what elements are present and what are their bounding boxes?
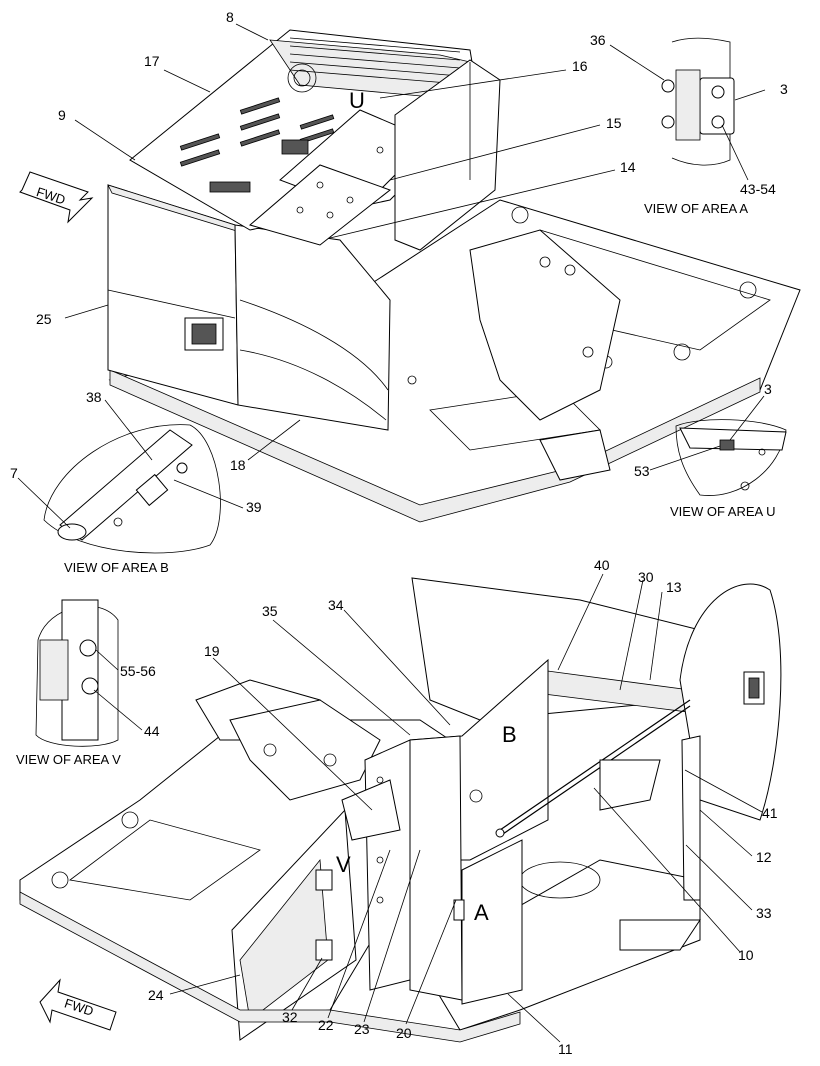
lower-assembly-drawing [19,577,782,1043]
fwd-arrow-top: FWD [19,171,94,224]
callout-7: 7 [10,465,18,481]
callout-3-area-a: 3 [780,81,788,97]
detail-view-area-b [43,424,221,554]
callout-35: 35 [262,603,278,619]
callout-36: 36 [590,32,606,48]
callout-25: 25 [36,311,52,327]
detail-view-area-v [35,599,119,747]
view-captions: VIEW OF AREA A VIEW OF AREA U VIEW OF AR… [16,201,775,767]
callout-9: 9 [58,107,66,123]
detail-view-area-a [661,37,735,166]
callout-33: 33 [756,905,772,921]
callout-17: 17 [144,53,160,69]
detail-view-area-u [675,419,787,496]
callout-13: 13 [666,579,682,595]
callout-8: 8 [226,9,234,25]
callout-24: 24 [148,987,164,1003]
callout-22: 22 [318,1017,334,1033]
callout-23: 23 [354,1021,370,1037]
area-letter-v: V [336,852,351,877]
callout-14: 14 [620,159,636,175]
callout-40: 40 [594,557,610,573]
callout-12: 12 [756,849,772,865]
callout-34: 34 [328,597,344,613]
callout-11: 11 [558,1041,573,1057]
caption-view-area-b: VIEW OF AREA B [64,560,169,575]
caption-view-area-u: VIEW OF AREA U [670,504,775,519]
callout-3-area-u: 3 [764,381,772,397]
callout-41: 41 [762,805,778,821]
callout-38: 38 [86,389,102,405]
callout-53: 53 [634,463,650,479]
callout-39: 39 [246,499,262,515]
callout-19: 19 [204,643,220,659]
fwd-arrow-bottom: FWD [39,978,117,1031]
caption-view-area-v: VIEW OF AREA V [16,752,121,767]
area-letter-u: U [349,88,365,113]
callout-32: 32 [282,1009,298,1025]
callout-55-56: 55-56 [120,663,156,679]
area-letter-b: B [502,722,517,747]
caption-view-area-a: VIEW OF AREA A [644,201,748,216]
callout-15: 15 [606,115,622,131]
callout-18: 18 [230,457,246,473]
upper-assembly-drawing [107,29,801,523]
callout-20: 20 [396,1025,412,1041]
area-letter-a: A [474,900,489,925]
callout-43-54: 43-54 [740,181,776,197]
callout-labels: 8 17 16 9 15 14 25 18 38 7 39 36 3 43-54… [10,9,788,1057]
callout-44: 44 [144,723,160,739]
area-letters: U B V A [336,88,517,925]
callout-30: 30 [638,569,654,585]
leader-lines [17,23,766,1043]
callout-16: 16 [572,58,588,74]
callout-10: 10 [738,947,754,963]
